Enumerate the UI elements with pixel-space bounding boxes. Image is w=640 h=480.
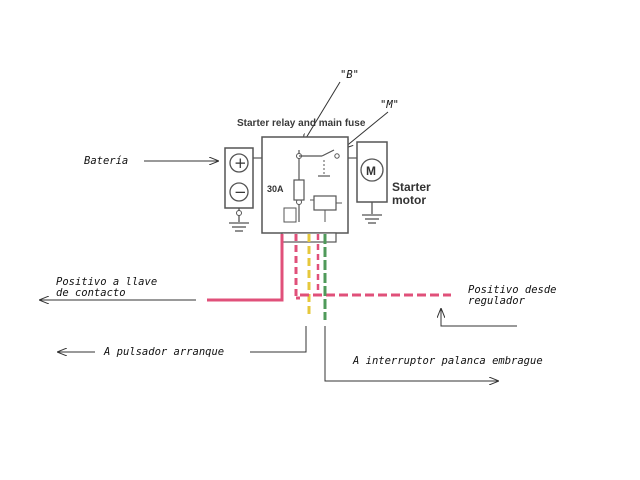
arrow-b-terminal	[303, 81, 341, 143]
wire-red-to-regulator	[300, 234, 451, 297]
label-interruptor-embrague: A interruptor palanca embrague	[352, 355, 543, 367]
label-m-terminal: "M"	[380, 99, 399, 111]
relay-coil-symbol	[313, 195, 337, 211]
label-positivo-regulador-line1: Positivo desde	[468, 284, 557, 296]
label-positivo-llave-line2: de contacto	[56, 287, 126, 299]
label-positivo-llave-line1: Positivo a llave	[56, 276, 157, 288]
main-fuse-symbol	[293, 179, 305, 201]
starter-motor-label-line1: Starter	[392, 180, 431, 194]
arrow-interruptor-embrague	[324, 326, 498, 381]
battery-plus-sign: +	[234, 154, 247, 172]
battery-ground-icon	[229, 222, 249, 232]
motor-symbol-m: M	[366, 164, 376, 178]
wire-red-left	[207, 234, 284, 302]
battery-minus-sign: −	[234, 183, 247, 201]
arrow-positivo-regulador	[441, 309, 517, 327]
label-positivo-regulador-line2: regulador	[468, 295, 526, 307]
label-bateria: Batería	[84, 155, 128, 167]
starter-motor-symbol: M	[356, 141, 388, 214]
line-pulsador-arranque	[250, 326, 307, 353]
arrow-m-terminal	[344, 111, 389, 148]
starter-motor-label-line2: motor	[392, 193, 426, 207]
label-b-terminal: "B"	[340, 69, 359, 81]
label-pulsador-arranque: A pulsador arranque	[103, 346, 224, 358]
motor-ground-icon	[362, 214, 382, 224]
starter-relay-box: 30A	[261, 136, 349, 234]
wire-red-white	[294, 234, 300, 300]
relay-title: Starter relay and main fuse	[237, 118, 366, 129]
fuse-rating: 30A	[267, 184, 284, 194]
battery-symbol: + −	[224, 147, 254, 222]
